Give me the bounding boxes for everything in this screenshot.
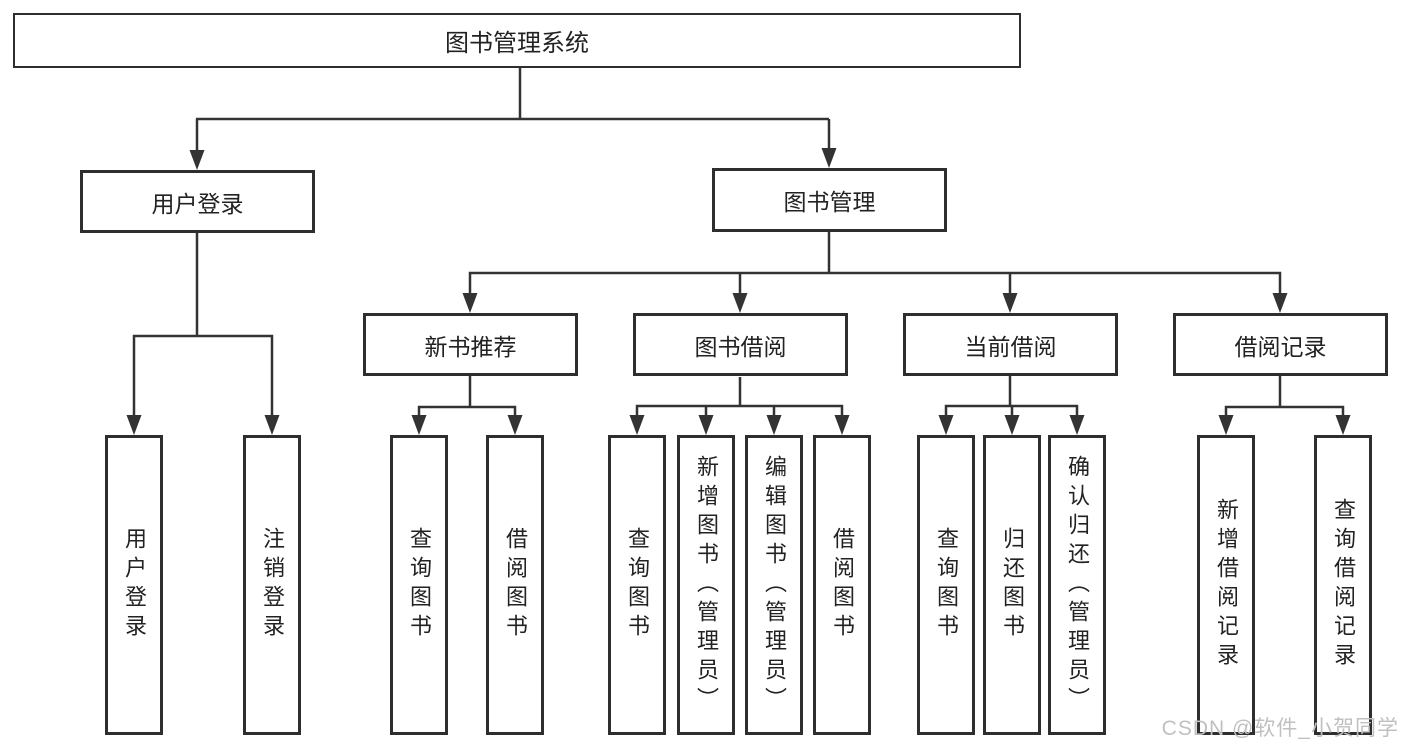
arrowheads-level2 — [189, 148, 837, 170]
connector-root-to-level2 — [195, 68, 831, 154]
leaf-edit-books-admin: 编辑图书（管理员） — [745, 435, 803, 735]
leaf-borrow-books-recommend: 借阅图书 — [486, 435, 544, 735]
connector-borrow-records-branch — [1224, 376, 1345, 419]
leaf-query-books-borrow: 查询图书 — [608, 435, 666, 735]
leaf-logout: 注销登录 — [243, 435, 301, 735]
leaf-user-login: 用户登录 — [105, 435, 163, 735]
leaf-add-borrow-record: 新增借阅记录 — [1197, 435, 1255, 735]
leaf-query-books-current: 查询图书 — [917, 435, 975, 735]
arrowheads-level3 — [462, 293, 1288, 313]
node-borrow-records: 借阅记录 — [1173, 313, 1388, 376]
node-book-borrow: 图书借阅 — [633, 313, 848, 376]
node-book-management: 图书管理 — [712, 168, 947, 232]
node-new-book-recommend: 新书推荐 — [363, 313, 578, 376]
csdn-watermark: CSDN @软件_小贺同学 — [1161, 717, 1399, 740]
connector-new-book-branch — [417, 376, 517, 419]
leaf-query-books-recommend: 查询图书 — [390, 435, 448, 735]
node-library-management-system: 图书管理系统 — [13, 13, 1021, 68]
leaf-borrow-books: 借阅图书 — [813, 435, 871, 735]
connector-book-management-to-level3 — [468, 232, 1282, 297]
node-user-login: 用户登录 — [80, 170, 315, 233]
connector-book-borrow-branch — [635, 377, 844, 419]
arrowheads-new-book-branch — [411, 415, 523, 435]
connector-user-login-branch — [132, 233, 274, 419]
arrowheads-book-borrow-branch — [629, 415, 850, 435]
leaf-query-borrow-record: 查询借阅记录 — [1314, 435, 1372, 735]
leaf-add-books-admin: 新增图书（管理员） — [677, 435, 735, 735]
arrowheads-borrow-records-branch — [1218, 415, 1351, 435]
leaf-confirm-return-admin: 确认归还（管理员） — [1048, 435, 1106, 735]
arrowheads-current-borrow-branch — [938, 415, 1085, 435]
node-current-borrow: 当前借阅 — [903, 313, 1118, 376]
arrowheads-user-login-branch — [126, 415, 280, 435]
leaf-return-books: 归还图书 — [983, 435, 1041, 735]
connector-current-borrow-branch — [944, 376, 1079, 419]
